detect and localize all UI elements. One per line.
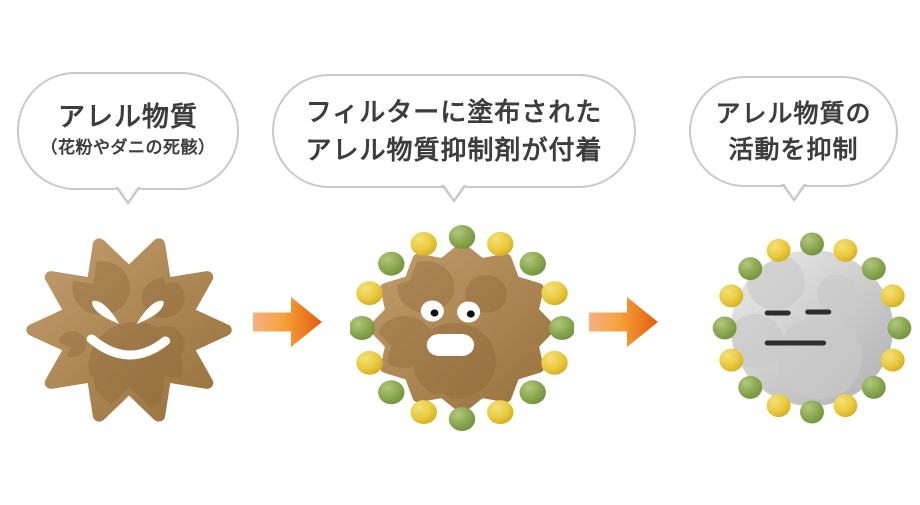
bubble-inhibitor-line1: フィルターに塗布された: [305, 97, 603, 127]
bubble-tail-fill: [443, 183, 465, 199]
bubble-tail-fill: [782, 182, 805, 198]
allergen-with-inhibitor-icon: [350, 225, 574, 431]
bubble-allergen-subtitle: （花粉やダニの死骸）: [40, 138, 216, 157]
bubble-allergen-title: アレル物質: [58, 102, 198, 132]
arrow-right-icon: [589, 297, 658, 347]
inhibitor-balls: [712, 232, 912, 424]
bubble-tail-fill: [117, 185, 139, 201]
bubble-suppressed-line2: 活動を抑制: [728, 135, 859, 164]
arrow-right-icon: [253, 297, 322, 347]
allergen-suppressed-icon: [712, 232, 912, 424]
bubble-suppressed: アレル物質の 活動を抑制: [689, 76, 898, 202]
allergen-monster-icon: [26, 238, 232, 422]
angry-face: [86, 300, 171, 360]
inhibitor-balls: [350, 225, 574, 431]
surprised-face: [420, 300, 481, 356]
calm-face: [764, 309, 832, 346]
bubble-allergen: アレル物質 （花粉やダニの死骸）: [17, 72, 239, 205]
bubble-suppressed-line1: アレル物質の: [715, 99, 872, 128]
bubble-inhibitor-line2: アレル物質抑制剤が付着: [305, 135, 603, 165]
bubble-inhibitor: フィルターに塗布された アレル物質抑制剤が付着: [272, 74, 636, 203]
